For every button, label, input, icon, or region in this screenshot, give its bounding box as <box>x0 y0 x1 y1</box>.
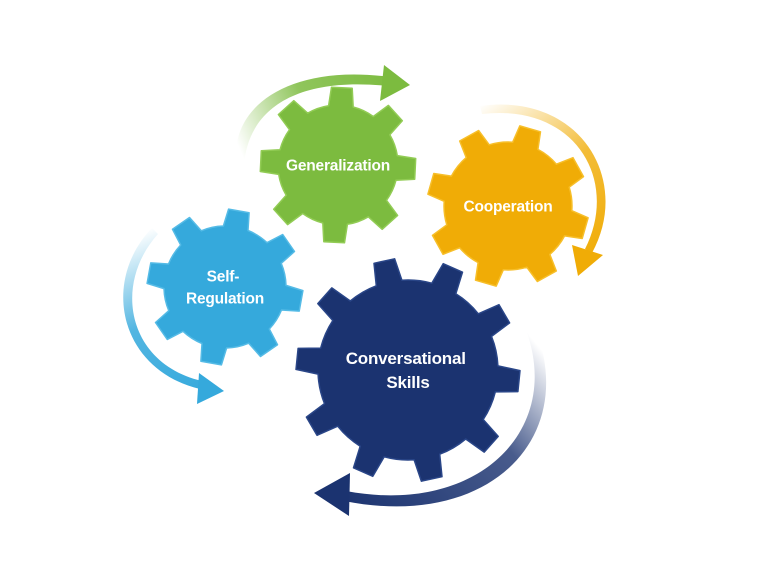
arrow-blue-head <box>197 373 224 404</box>
arrow-orange-head <box>572 245 603 276</box>
arrow-orange <box>480 104 606 276</box>
gear-cooperation: Cooperation <box>427 125 589 287</box>
arrow-blue <box>123 228 224 404</box>
arrow-navy-body <box>344 330 547 507</box>
gear-self-regulation-label-line-2: Regulation <box>186 290 264 307</box>
arrow-navy-head <box>314 473 350 516</box>
gear-self-regulation: Self- Regulation <box>146 208 304 366</box>
gear-self-regulation-label: Self- Regulation <box>186 269 264 308</box>
arrow-navy <box>314 330 547 516</box>
gear-conversational-skills-label-line-1: Conversational <box>346 349 466 368</box>
gear-conversational-skills-label-line-2: Skills <box>386 373 429 392</box>
arrow-green-head <box>380 65 410 101</box>
gear-generalization-body <box>259 86 417 244</box>
arrow-green <box>236 65 410 165</box>
gear-generalization: Generalization <box>259 86 417 244</box>
gear-cooperation-label: Cooperation <box>463 198 552 215</box>
arrow-orange-body <box>480 104 606 253</box>
gear-conversational-skills-body <box>295 258 521 482</box>
gear-self-regulation-label-line-1: Self- <box>207 269 240 286</box>
gear-generalization-label-line-1: Generalization <box>286 157 390 174</box>
arrow-blue-body <box>123 228 202 389</box>
gear-conversational-skills: Conversational Skills <box>295 258 521 482</box>
gear-generalization-label: Generalization <box>286 157 390 174</box>
gear-self-regulation-body <box>146 208 304 366</box>
gear-conversational-skills-label: Conversational Skills <box>346 349 471 392</box>
gear-cooperation-label-line-1: Cooperation <box>463 198 552 215</box>
gear-cooperation-body <box>427 125 589 287</box>
arrow-green-body <box>236 74 390 165</box>
